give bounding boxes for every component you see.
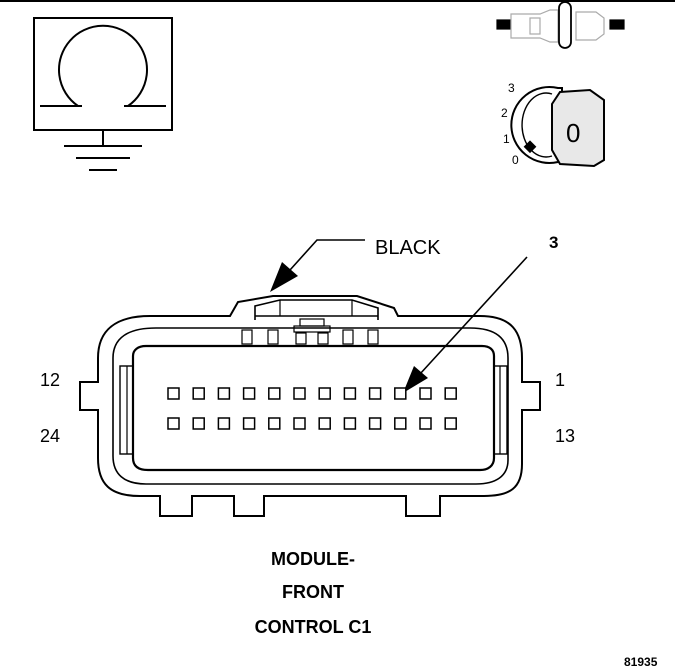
probe-icon [496,1,625,49]
pin-cavity-11 [192,387,205,400]
pin-cavity-12 [167,387,180,400]
pin-cavity-22 [217,417,231,430]
title-line-2: FRONT [282,582,344,602]
figure-id: 81935 [624,655,658,669]
pin-cavity-5 [343,387,357,400]
ign-key-label: 0 [566,118,580,148]
callout-pin-number: 3 [549,233,558,252]
pin-cavity-18 [318,417,331,430]
ohmmeter-ground-icon [33,17,173,171]
pin-cavity-10 [217,387,231,400]
pin-cavity-15 [394,417,407,430]
pin-cavity-13 [444,417,457,430]
pin-cavity-23 [192,417,205,430]
pin-cavity-4 [368,387,382,400]
pin-cavity-14 [419,417,432,430]
pin-cavity-24 [167,417,180,430]
ignition-key-icon: 3 2 1 0 0 [501,81,605,168]
pin-cavity-2 [419,387,432,400]
pin-cavity-20 [268,417,281,430]
pin-cavity-16 [368,417,382,430]
pin-label-1: 1 [555,370,565,390]
connector-housing [79,295,541,517]
pin-cavity-21 [242,417,256,430]
pin-cavity-7 [293,387,306,400]
color-label: BLACK [375,237,441,259]
pin-cavity-9 [242,387,256,400]
pin-array [167,387,457,430]
title-line-1: MODULE- [271,549,355,569]
pin-cavity-1 [444,387,457,400]
title-line-3: CONTROL C1 [255,617,372,637]
pin-cavity-8 [268,387,281,400]
pin-label-12: 12 [40,370,60,390]
pin-cavity-3 [394,387,407,400]
pin-cavity-6 [318,387,331,400]
ign-pos-0: 0 [512,153,519,167]
ign-pos-2: 2 [501,106,508,120]
pin-label-13: 13 [555,426,575,446]
ign-pos-1: 1 [503,132,510,146]
pin-label-24: 24 [40,426,60,446]
ign-pos-3: 3 [508,81,515,95]
pin-cavity-19 [293,417,306,430]
color-callout: BLACK [270,237,441,292]
pin-cavity-17 [343,417,357,430]
